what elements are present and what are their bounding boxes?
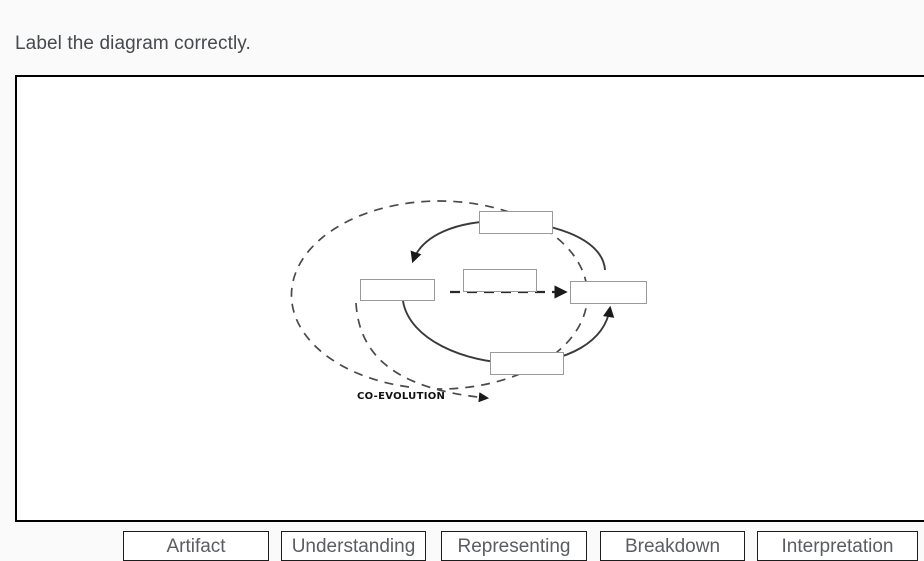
co-evolution-diagram-graphic	[290, 200, 615, 403]
outer-dashed-ellipse	[290, 200, 589, 390]
blank-box-top[interactable]	[479, 211, 553, 234]
prompt-text: Label the diagram correctly.	[15, 33, 251, 54]
option-button-breakdown[interactable]: Breakdown	[600, 531, 745, 561]
option-button-understanding[interactable]: Understanding	[281, 531, 426, 561]
option-button-representing[interactable]: Representing	[441, 531, 587, 561]
prompt-bar: Label the diagram correctly.	[0, 0, 924, 75]
option-button-artifact[interactable]: Artifact	[123, 531, 269, 561]
diagram-panel: CO-EVOLUTION	[15, 75, 924, 522]
answer-options-row: Artifact Understanding Representing Brea…	[0, 531, 924, 561]
blank-box-left[interactable]	[360, 279, 435, 301]
co-evolution-label: CO-EVOLUTION	[357, 391, 446, 402]
blank-box-bottom[interactable]	[490, 352, 564, 375]
diagram-stage: CO-EVOLUTION	[17, 77, 924, 520]
blank-box-right[interactable]	[570, 281, 647, 304]
option-button-interpretation[interactable]: Interpretation	[757, 531, 918, 561]
blank-box-center[interactable]	[463, 269, 537, 292]
co-evolution-arrow	[355, 302, 490, 403]
